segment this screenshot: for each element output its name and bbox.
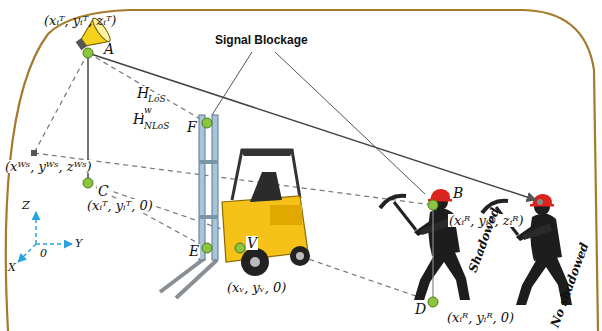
los-ray: [88, 53, 536, 200]
label-text: (xᵂˢ, yᵂˢ, zᵂˢ): [4, 160, 93, 173]
label-text: Z: [22, 200, 30, 211]
label-text: (xᵥ, yᵥ, 0): [226, 281, 287, 294]
label-text: w: [143, 106, 153, 115]
label-text: F: [186, 120, 198, 134]
geometry-dashed-lines: [34, 53, 433, 302]
label-text: B: [452, 186, 464, 200]
label-text: (xᵢᵀ, yᵢᵀ, 0): [86, 199, 154, 212]
label-text: No shadowed: [549, 241, 591, 329]
label-text: C: [97, 184, 110, 198]
label-text: X: [8, 262, 16, 273]
label-text: V: [246, 236, 258, 250]
label-text: NLoS: [143, 122, 170, 131]
forklift: [160, 115, 310, 298]
label-text: LoS: [147, 95, 167, 104]
label-text: Signal Blockage: [214, 34, 309, 46]
label-text: Y: [75, 238, 82, 249]
worker-shadowed: [380, 189, 470, 300]
label-text: (xᵢᵀ, yᵢᵀ, zᵢᵀ): [44, 14, 116, 27]
coordinate-axes: [18, 212, 72, 262]
label-text: E: [188, 244, 200, 258]
label-text: D: [414, 302, 427, 316]
label-text: 0: [40, 248, 47, 259]
label-text: (xᵢᴿ, yᵢᴿ, 0): [446, 311, 515, 324]
label-text: A: [104, 42, 114, 56]
points: [83, 48, 438, 307]
